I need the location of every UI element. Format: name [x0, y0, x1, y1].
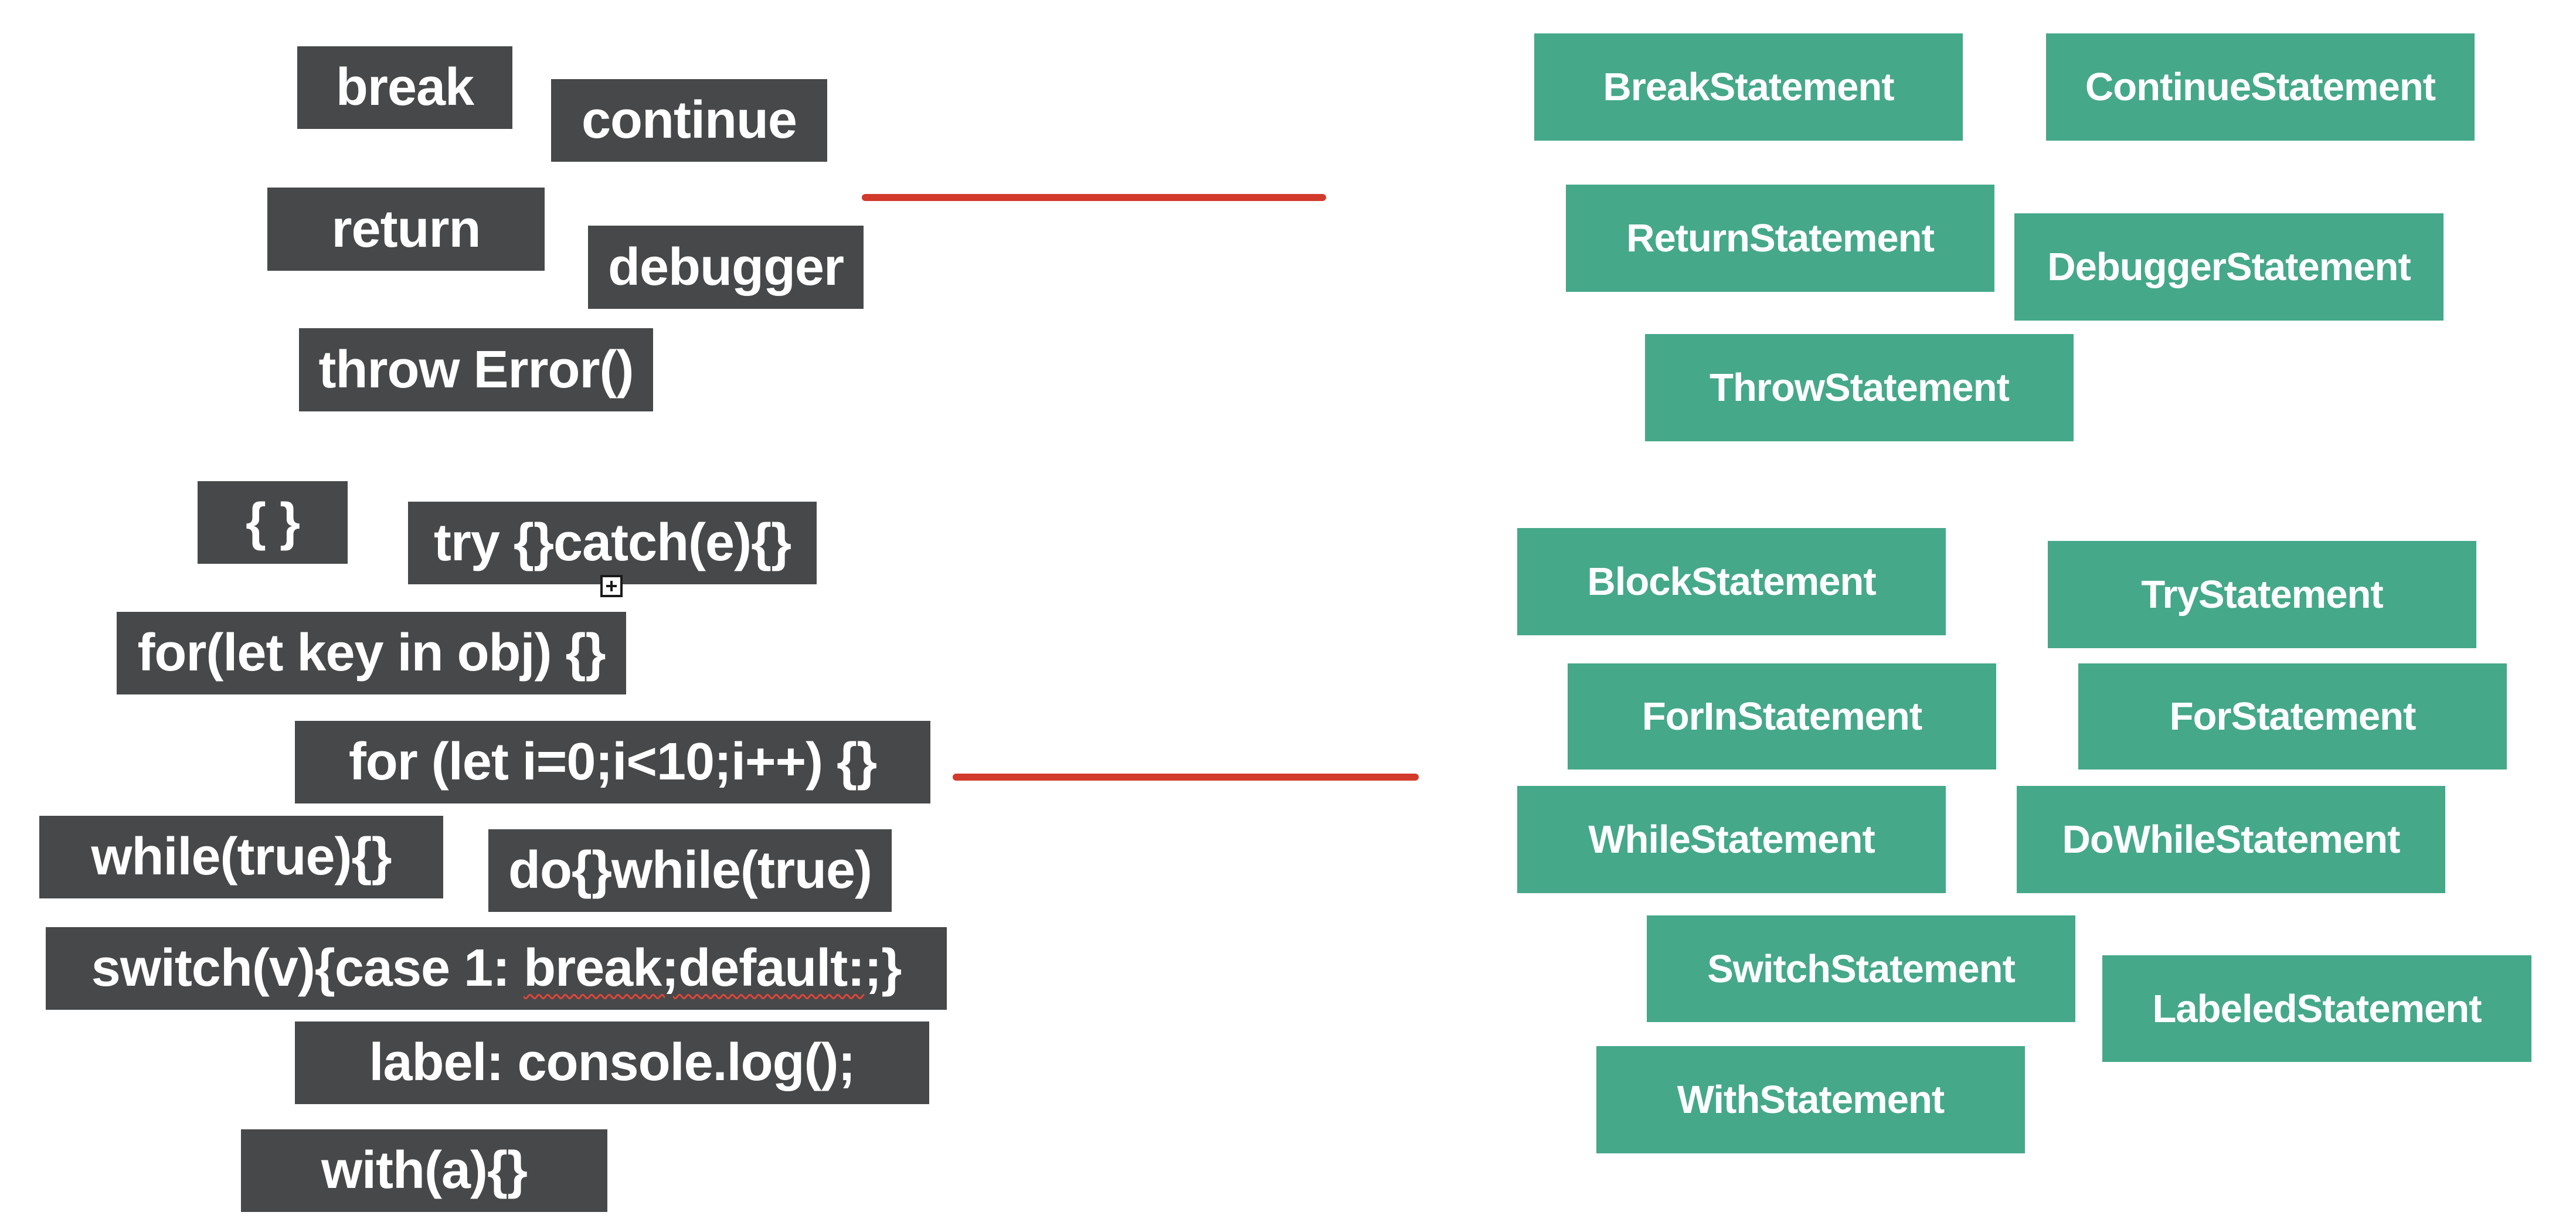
ast-return-statement-label: ReturnStatement [1626, 216, 1935, 260]
ast-return-statement: ReturnStatement [1566, 185, 1994, 292]
ast-switch-statement: SwitchStatement [1647, 915, 2075, 1022]
code-for-in-label: for(let key in obj) {} [137, 624, 606, 682]
code-try: try {}catch(e){} [408, 502, 817, 584]
ast-debugger-statement: DebuggerStatement [2014, 213, 2444, 321]
ast-for-statement: ForStatement [2078, 663, 2507, 769]
code-for-label: for (let i=0;i<10;i++) {} [348, 733, 877, 791]
code-with: with(a){} [241, 1129, 607, 1212]
ast-throw-statement-label: ThrowStatement [1710, 366, 2010, 410]
code-debugger: debugger [588, 226, 864, 309]
ast-for-in-statement-label: ForInStatement [1642, 694, 1922, 738]
ast-continue-statement: ContinueStatement [2046, 33, 2475, 141]
ast-labeled-statement: LabeledStatement [2102, 955, 2531, 1062]
code-throw: throw Error() [299, 328, 653, 411]
ast-do-while-statement-label: DoWhileStatement [2062, 818, 2401, 862]
ast-with-statement: WithStatement [1596, 1046, 2025, 1153]
ast-labeled-statement-label: LabeledStatement [2152, 986, 2482, 1031]
code-do-while-label: do{}while(true) [508, 841, 872, 900]
code-label-label: label: console.log(); [369, 1033, 855, 1092]
code-do-while: do{}while(true) [488, 829, 892, 912]
code-for-in: for(let key in obj) {} [117, 612, 626, 694]
ast-block-statement: BlockStatement [1517, 528, 1946, 635]
ast-for-statement-label: ForStatement [2169, 694, 2417, 738]
ast-debugger-statement-label: DebuggerStatement [2047, 245, 2411, 289]
ast-break-statement: BreakStatement [1534, 33, 1963, 141]
code-continue: continue [551, 79, 827, 162]
code-debugger-label: debugger [607, 237, 844, 297]
code-for: for (let i=0;i<10;i++) {} [295, 721, 930, 803]
code-switch-suffix: ;} [864, 939, 902, 997]
ast-throw-statement: ThrowStatement [1645, 334, 2074, 441]
connector-line-bottom [953, 774, 1419, 781]
code-while-label: while(true){} [91, 828, 392, 886]
code-return-label: return [331, 199, 481, 258]
code-label: label: console.log(); [295, 1021, 929, 1104]
code-switch: switch(v){case 1: break;default:;} [46, 927, 947, 1010]
code-with-label: with(a){} [321, 1141, 528, 1200]
ast-try-statement-label: TryStatement [2141, 573, 2383, 617]
ast-while-statement: WhileStatement [1517, 786, 1946, 893]
code-try-label: try {}catch(e){} [433, 513, 791, 572]
ast-for-in-statement: ForInStatement [1568, 663, 1996, 769]
ast-try-statement: TryStatement [2048, 541, 2476, 648]
code-continue-label: continue [582, 91, 797, 149]
code-switch-prefix: switch(v){case 1: [91, 939, 524, 997]
code-while: while(true){} [39, 816, 443, 898]
code-block: { } [198, 481, 348, 564]
plus-box-cursor-icon [600, 575, 623, 597]
ast-while-statement-label: WhileStatement [1588, 818, 1875, 862]
ast-with-statement-label: WithStatement [1677, 1078, 1945, 1122]
connector-line-top [862, 194, 1326, 201]
ast-do-while-statement: DoWhileStatement [2017, 786, 2445, 893]
code-return: return [267, 188, 545, 271]
code-block-label: { } [245, 493, 300, 551]
ast-block-statement-label: BlockStatement [1587, 560, 1876, 604]
code-switch-text: switch(v){case 1: break;default:;} [91, 938, 902, 999]
ast-continue-statement-label: ContinueStatement [2085, 65, 2436, 109]
code-switch-underlined: break;default: [524, 939, 865, 997]
code-break: break [297, 46, 512, 129]
ast-break-statement-label: BreakStatement [1603, 65, 1894, 109]
ast-switch-statement-label: SwitchStatement [1707, 946, 2016, 991]
code-break-label: break [335, 58, 474, 117]
code-throw-label: throw Error() [318, 340, 634, 399]
